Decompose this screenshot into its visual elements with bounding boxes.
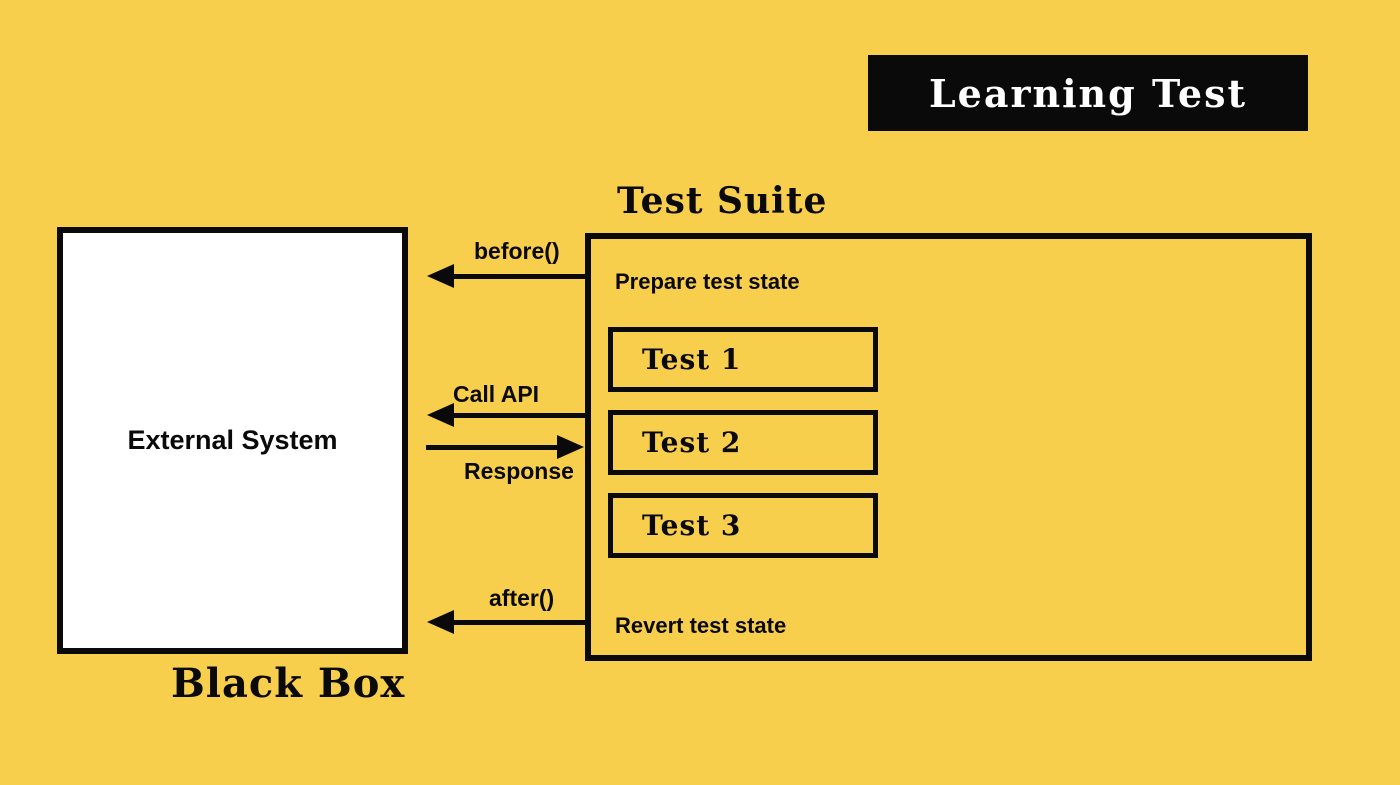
after-arrow-label: after() [489,585,555,611]
revert-test-state-label: Revert test state [615,613,787,638]
test-2-label: Test 2 [642,426,742,459]
test-1-box: Test 1 [608,327,878,392]
learning-test-banner-label: Learning Test [928,70,1248,116]
arrow-line [445,620,585,625]
after-arrow [427,610,585,634]
external-system-label: External System [127,425,338,455]
call-api-arrow [427,403,585,427]
arrow-line [445,274,585,279]
call-api-arrow-label: Call API [453,381,540,407]
response-arrow [426,435,584,459]
external-system-box: External System [57,227,408,654]
arrow-line [445,413,585,418]
learning-test-banner: Learning Test [868,55,1308,131]
arrow-line [426,445,566,450]
test-2-box: Test 2 [608,410,878,475]
test-3-box: Test 3 [608,493,878,558]
prepare-test-state-label: Prepare test state [615,269,800,294]
black-box-caption: Black Box [171,660,406,707]
test-3-label: Test 3 [642,509,742,542]
test-suite-box: Prepare test state Test 1 Test 2 Test 3 … [585,233,1312,661]
test-1-label: Test 1 [642,343,742,376]
test-suite-title: Test Suite [617,180,828,222]
before-arrow [427,264,585,288]
response-arrow-label: Response [464,458,574,484]
before-arrow-label: before() [474,238,560,264]
